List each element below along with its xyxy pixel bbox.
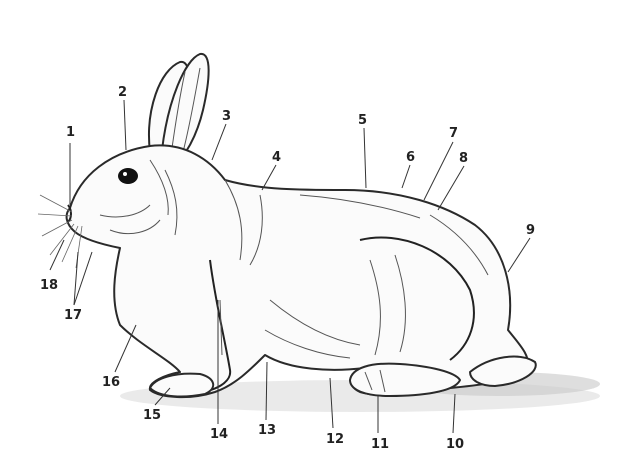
label-4: 4 [272, 150, 281, 165]
rabbit-illustration [38, 54, 536, 397]
label-11: 11 [371, 437, 389, 452]
label-8: 8 [459, 151, 468, 166]
label-13: 13 [258, 423, 276, 438]
label-9: 9 [526, 223, 535, 238]
label-1: 1 [66, 125, 75, 140]
label-3: 3 [222, 109, 231, 124]
label-7: 7 [449, 126, 458, 141]
label-15: 15 [143, 408, 161, 423]
rabbit-front-paw [150, 374, 213, 397]
rabbit-eye [118, 168, 138, 184]
label-16: 16 [102, 375, 120, 390]
label-17: 17 [64, 308, 82, 323]
label-10: 10 [446, 437, 464, 452]
label-5: 5 [358, 113, 367, 128]
label-14: 14 [210, 427, 228, 442]
label-2: 2 [118, 85, 127, 100]
label-6: 6 [406, 150, 415, 165]
label-18: 18 [40, 278, 58, 293]
label-12: 12 [326, 432, 344, 447]
rabbit-body [67, 145, 529, 397]
